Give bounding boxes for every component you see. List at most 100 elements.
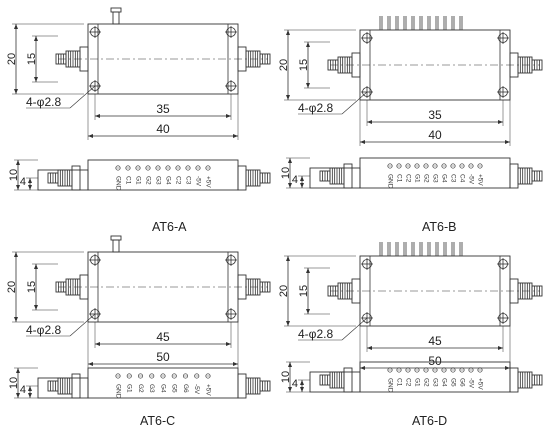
dim-side-height-value: 10: [8, 377, 20, 389]
arrow-head: [34, 36, 38, 41]
arrow-head: [226, 342, 231, 346]
variant-caption: AT6-D: [412, 414, 447, 428]
dim-height-value: 20: [6, 281, 18, 293]
mounting-hole: [361, 32, 373, 44]
arrow-head: [226, 114, 231, 118]
arrow-head: [14, 252, 18, 257]
dc-feed-pin-head: [110, 7, 122, 13]
sma-connector: [55, 46, 89, 72]
sma-connector: [237, 274, 271, 300]
pin-label: C2: [174, 176, 181, 185]
arrow-head: [360, 366, 365, 370]
pin-label: -5V: [193, 384, 200, 395]
dim-side-offset-value: 4: [292, 378, 298, 390]
pin-label: G5: [171, 384, 178, 393]
dim-connector-value: 15: [298, 285, 310, 297]
arrow-head: [286, 95, 290, 100]
dim-hole-spacing-value: 45: [156, 330, 170, 344]
arrow-head: [16, 185, 20, 190]
arrow-head: [360, 140, 365, 144]
sma-connector: [47, 373, 81, 399]
arrow-head: [28, 185, 32, 190]
pin-label: G4: [164, 176, 171, 185]
arrow-head: [300, 176, 304, 181]
pin-label: GND: [114, 384, 121, 399]
arrow-head: [16, 160, 20, 165]
arrow-head: [14, 317, 18, 322]
arrow-head: [28, 178, 32, 183]
arrow-head: [498, 120, 503, 124]
dim-connector-value: 15: [298, 59, 310, 71]
dim-connector-value: 15: [26, 281, 38, 293]
arrow-head: [16, 368, 20, 373]
sma-connector: [319, 163, 353, 189]
variant-caption: AT6-B: [422, 220, 457, 234]
arrow-head: [14, 89, 18, 94]
pin-label: G4: [440, 174, 447, 183]
hole-leader: [69, 313, 96, 337]
pin-label: +5V: [204, 384, 211, 396]
pin-label: -5V: [194, 176, 201, 187]
arrow-head: [286, 30, 290, 35]
mounting-hole: [225, 308, 237, 320]
pin-label: G4: [440, 378, 447, 387]
arrow-head: [16, 393, 20, 398]
dim-height-value: 20: [6, 53, 18, 65]
sma-connector: [47, 165, 81, 191]
arrow-head: [34, 264, 38, 269]
dim-length-value: 40: [428, 128, 442, 142]
sma-connector: [319, 367, 353, 393]
pin-label: GND: [114, 176, 121, 191]
arrow-head: [306, 268, 310, 273]
mounting-hole: [497, 312, 509, 324]
hole-callout: 4-φ2.8: [298, 101, 333, 115]
pin-label: G1: [126, 384, 133, 393]
pin-label: C3: [449, 174, 456, 183]
sma-connector: [327, 278, 361, 304]
pin-label: G3: [431, 174, 438, 183]
connector-flange: [237, 373, 247, 399]
pin-label: GND: [386, 378, 393, 393]
pin-label: C2: [404, 378, 411, 387]
pin-label: +5V: [476, 174, 483, 186]
hole-callout: 4-φ2.8: [26, 95, 61, 109]
pin-label: G1: [134, 176, 141, 185]
arrow-head: [233, 362, 238, 366]
pin-label: G3: [431, 378, 438, 387]
sma-connector: [55, 274, 89, 300]
arrow-head: [288, 387, 292, 392]
arrow-head: [34, 77, 38, 82]
dc-feed-pin-head: [110, 235, 122, 241]
pin-label: C1: [395, 174, 402, 183]
hole-leader: [341, 91, 368, 115]
dim-connector-value: 15: [26, 53, 38, 65]
mounting-hole: [89, 26, 101, 38]
mounting-hole: [225, 254, 237, 266]
connector-flange: [237, 165, 247, 191]
pin-label: G3: [154, 176, 161, 185]
variant-caption: AT6-C: [140, 414, 175, 428]
arrow-head: [300, 380, 304, 385]
mounting-hole: [89, 254, 101, 266]
arrow-head: [34, 305, 38, 310]
arrow-head: [300, 183, 304, 188]
dim-side-height-value: 10: [8, 169, 20, 181]
arrow-head: [300, 387, 304, 392]
arrow-head: [288, 183, 292, 188]
hole-callout: 4-φ2.8: [26, 323, 61, 337]
pin-label: C3: [184, 176, 191, 185]
dim-length-value: 50: [428, 354, 442, 368]
dim-side-height-value: 10: [280, 371, 292, 383]
pin-label: G3: [148, 384, 155, 393]
arrow-head: [306, 83, 310, 88]
dim-side-offset-value: 4: [20, 384, 26, 396]
pin-label: -5V: [467, 174, 474, 185]
dim-hole-spacing-value: 45: [428, 334, 442, 348]
mounting-hole: [361, 258, 373, 270]
